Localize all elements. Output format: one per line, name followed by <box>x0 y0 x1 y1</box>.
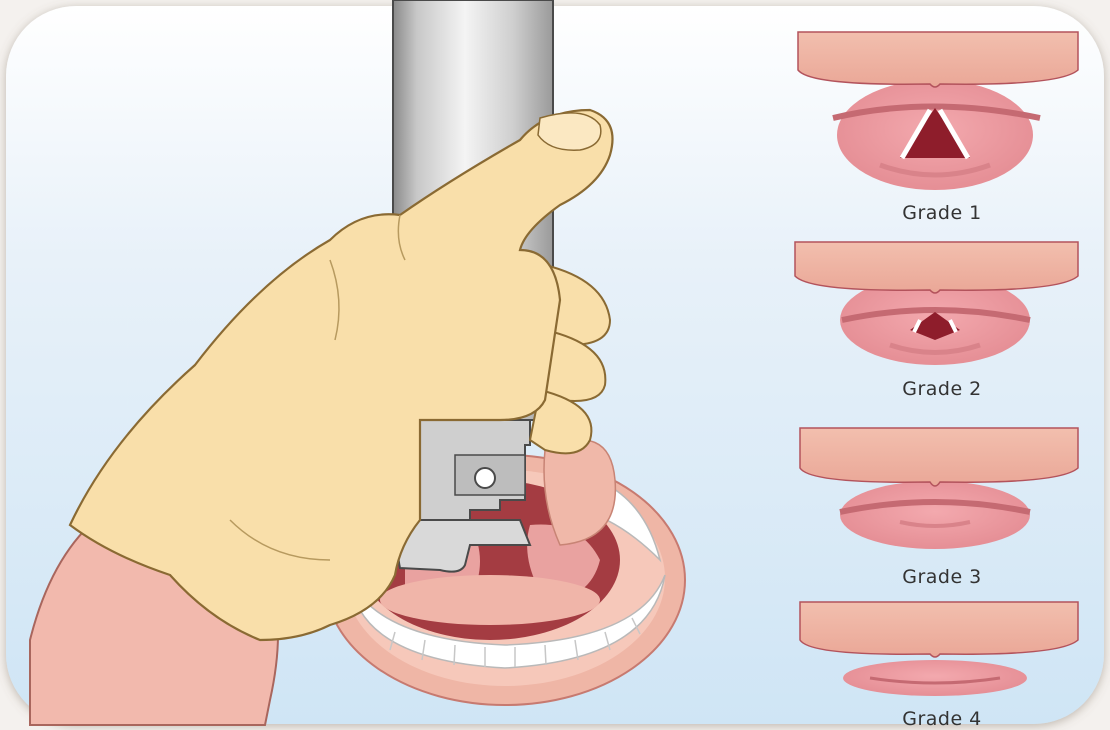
grade-1-label: Grade 1 <box>832 202 1052 224</box>
grade-3-label: Grade 3 <box>832 566 1052 588</box>
grade-2-label: Grade 2 <box>832 378 1052 400</box>
grade-4-label: Grade 4 <box>832 708 1052 730</box>
